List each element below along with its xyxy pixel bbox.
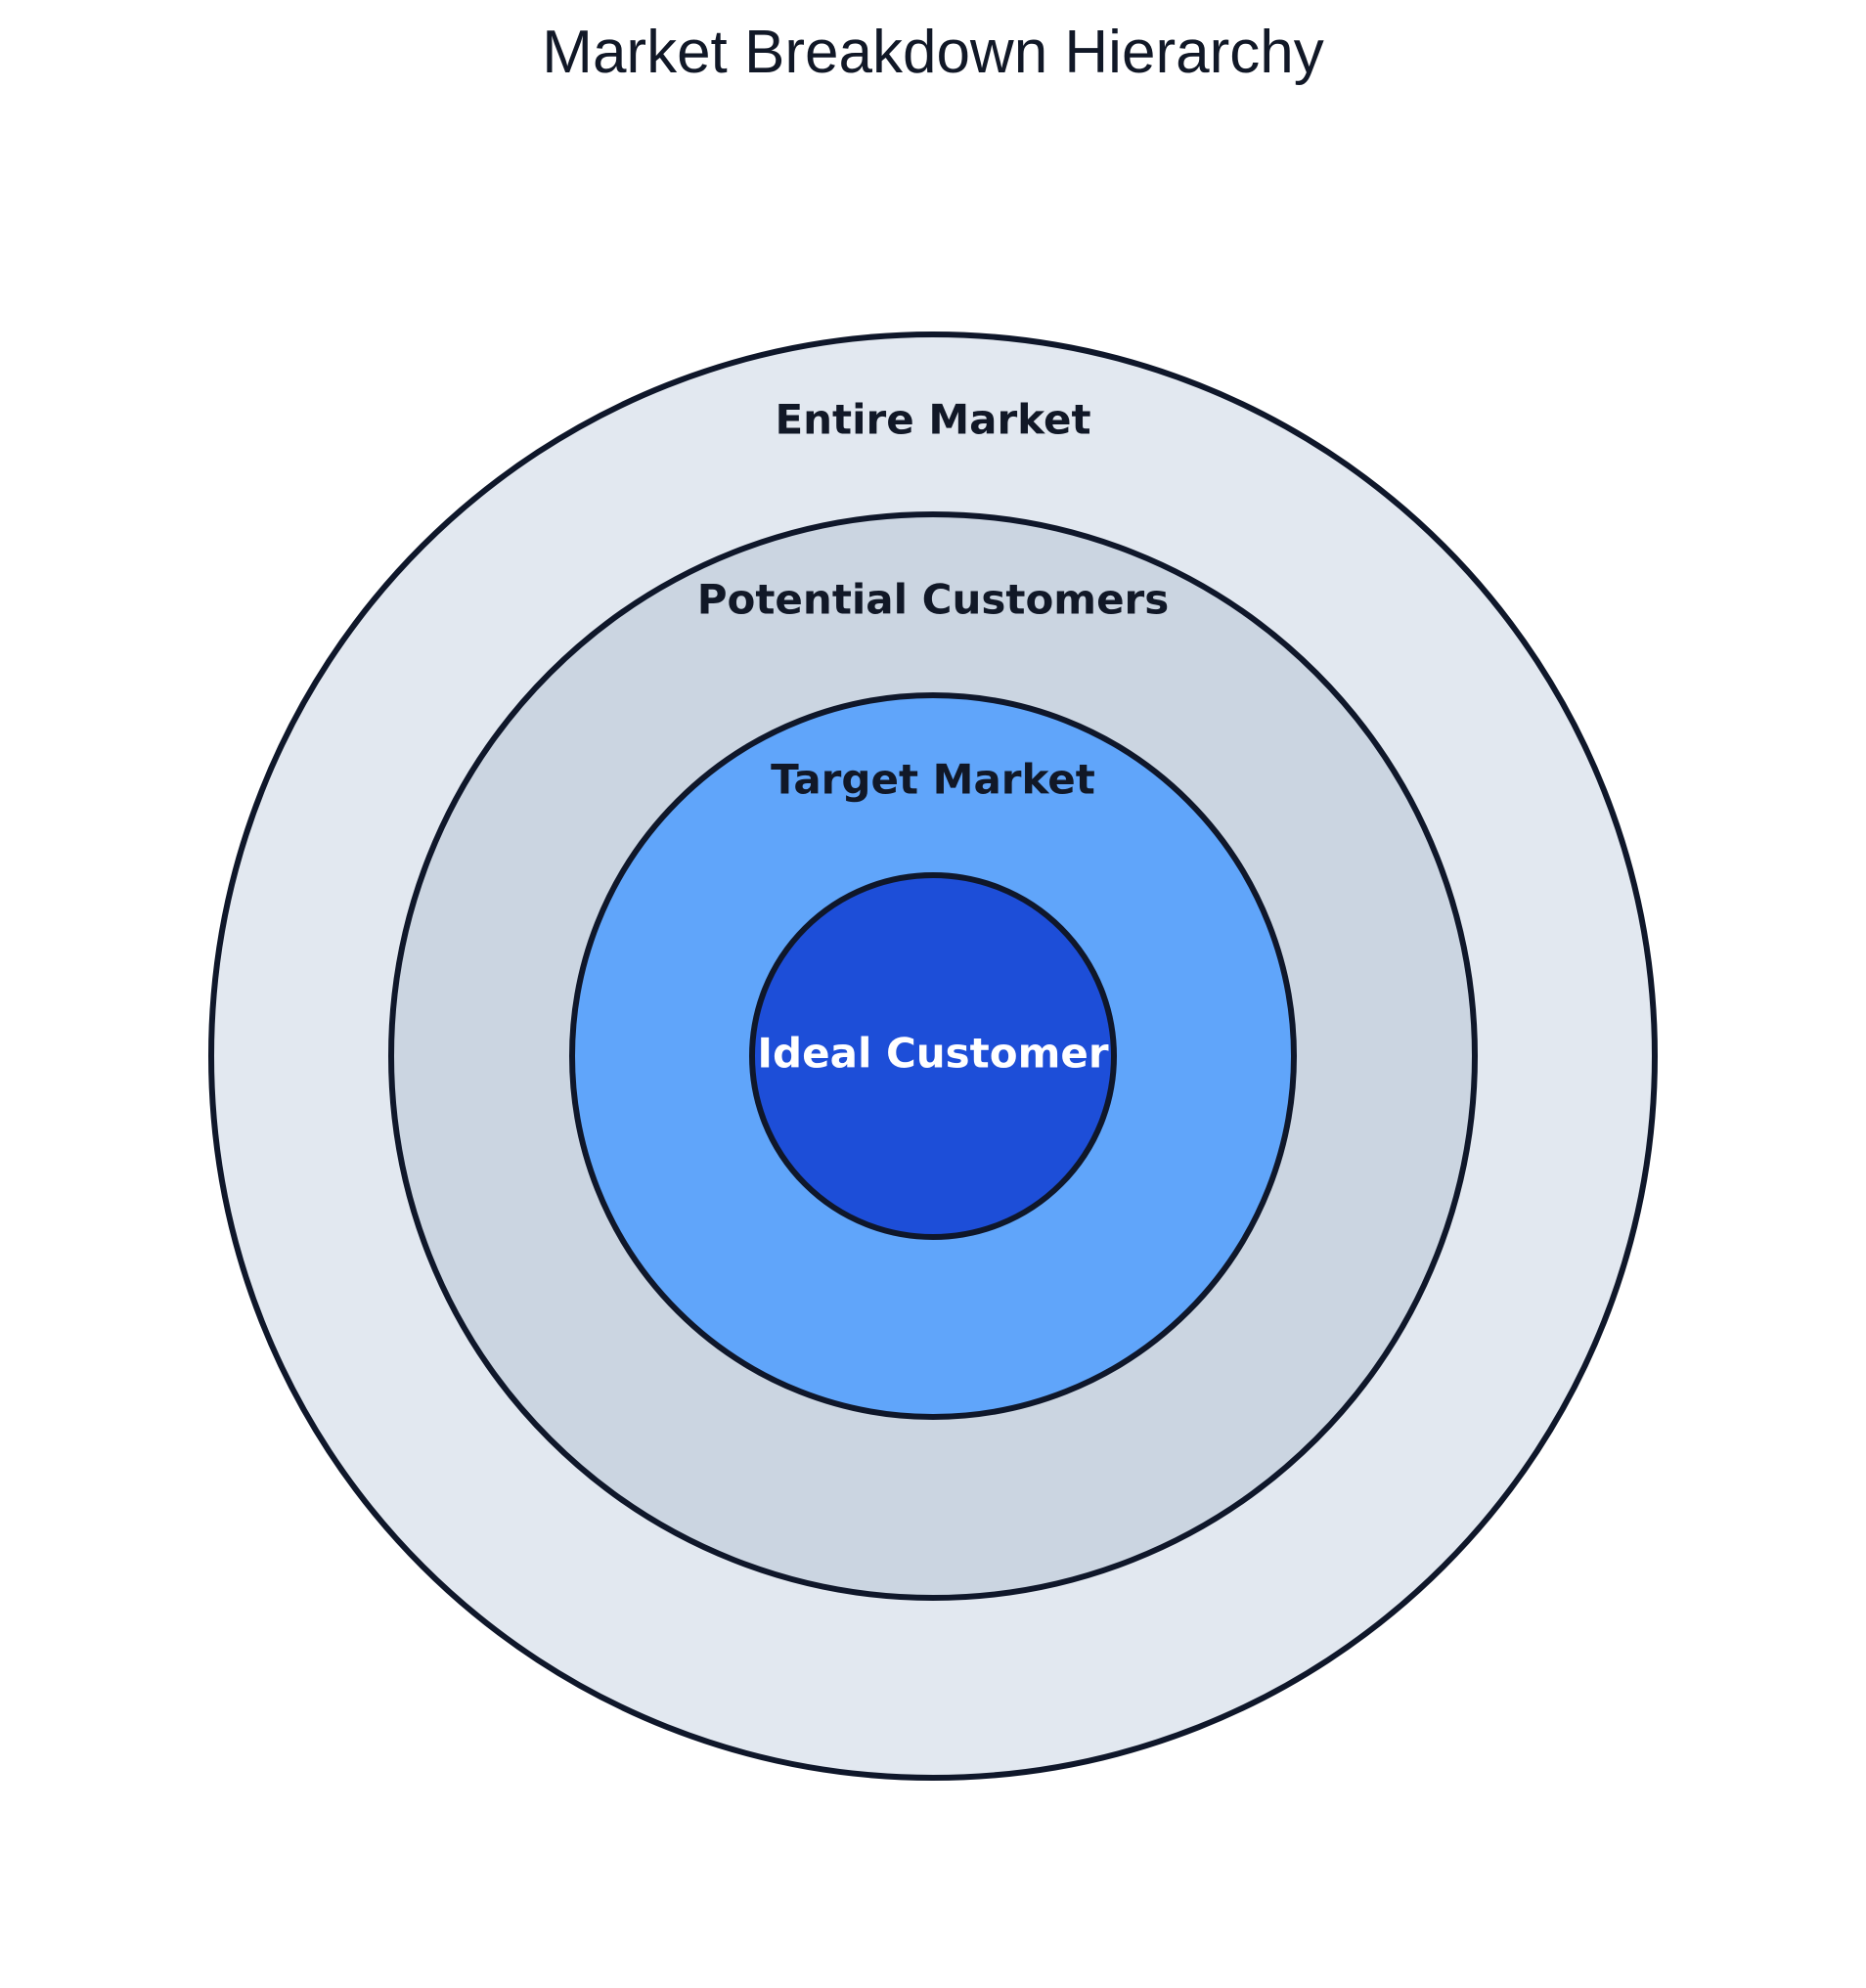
ring-label-potential-customers: Potential Customers <box>697 576 1170 624</box>
page-title: Market Breakdown Hierarchy <box>542 19 1324 86</box>
ring-label-entire-market: Entire Market <box>775 396 1090 444</box>
ring-shape-ideal-customer <box>749 872 1117 1240</box>
ring-ideal-customer: Ideal Customer <box>749 872 1117 1240</box>
ring-label-target-market: Target Market <box>771 756 1095 804</box>
ring-label-ideal-customer: Ideal Customer <box>757 1030 1108 1078</box>
